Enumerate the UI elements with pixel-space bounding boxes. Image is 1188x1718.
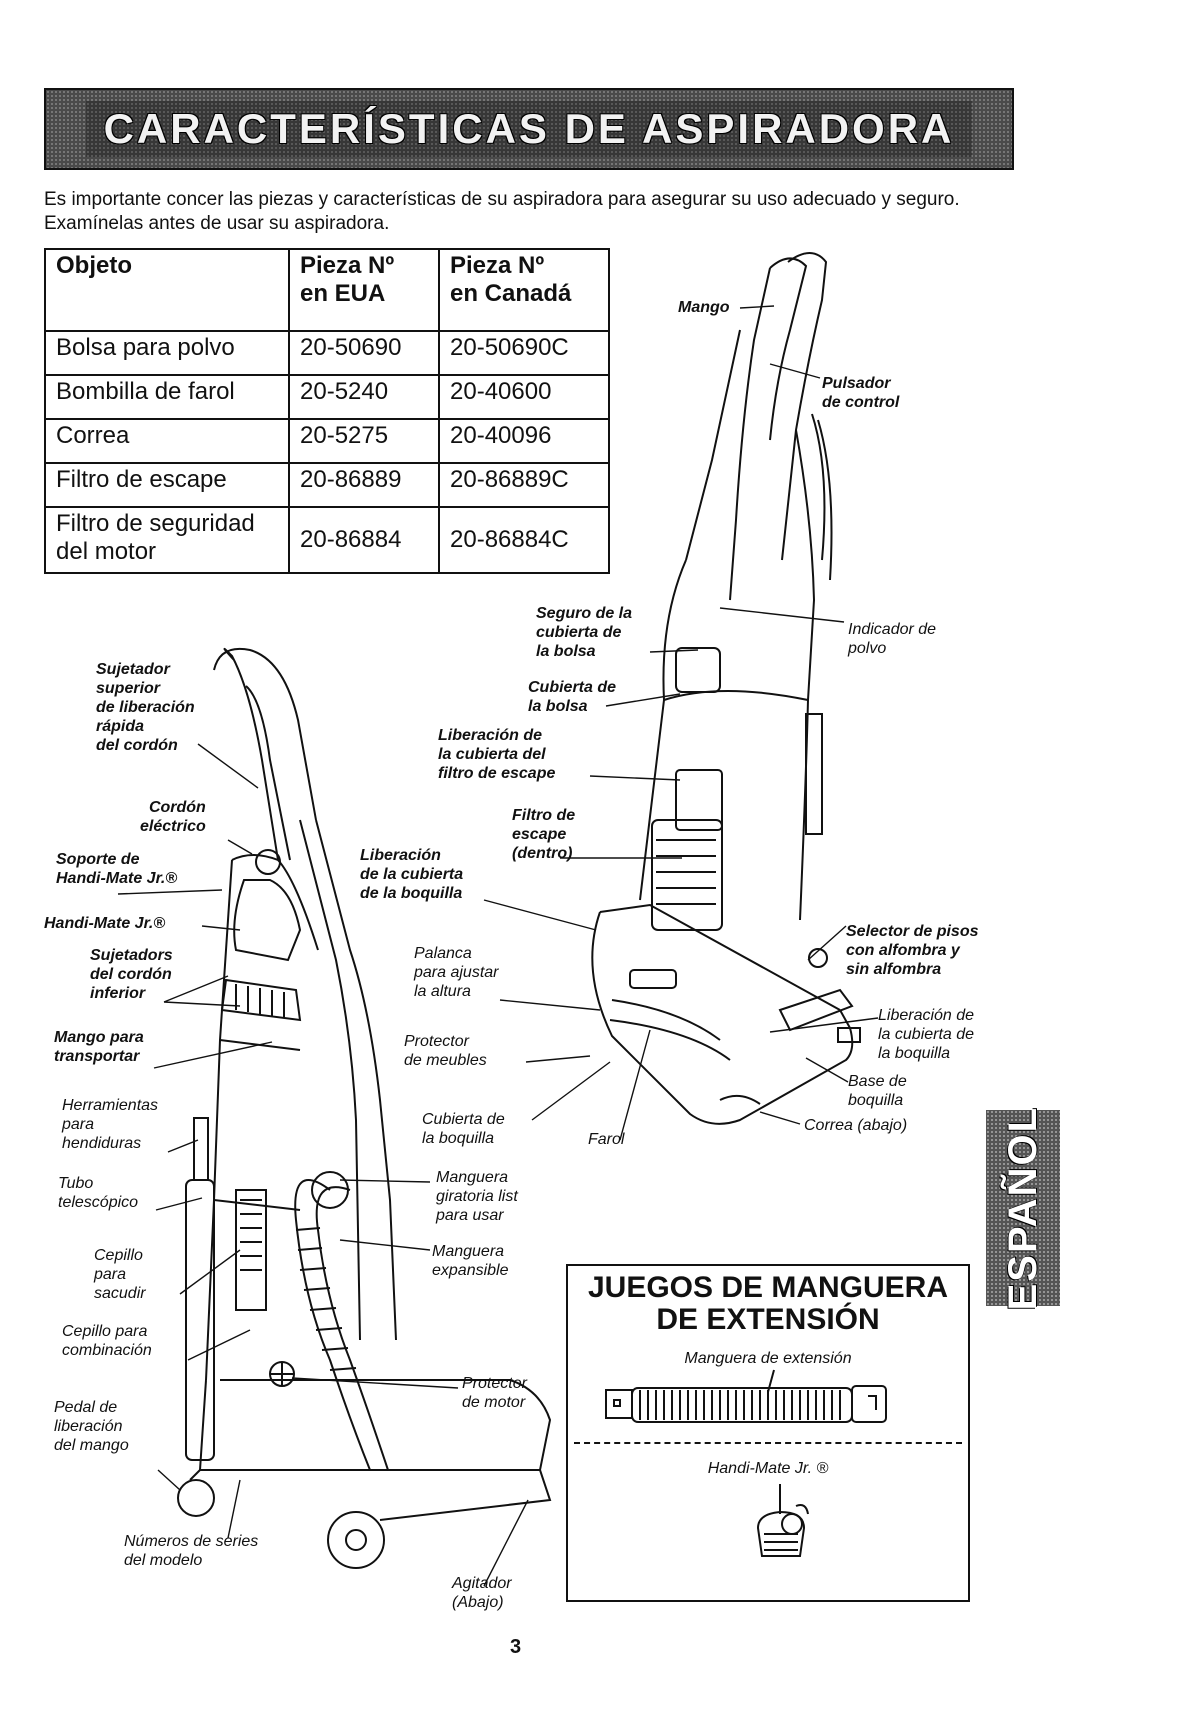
label-selector: Selector de pisos con alfombra y sin alf… — [846, 922, 979, 979]
page-number: 3 — [510, 1636, 521, 1659]
label-cepillo-combinacion: Cepillo para combinación — [62, 1322, 152, 1360]
label-sujetadors: Sujetadors del cordón inferior — [90, 946, 173, 1003]
label-mango-transportar: Mango para transportar — [54, 1028, 144, 1066]
label-cubierta-boquilla: Cubierta de la boquilla — [422, 1110, 505, 1148]
kit-divider — [574, 1442, 962, 1444]
label-manguera-expansible: Manguera expansible — [432, 1242, 509, 1280]
extension-kit-box: JUEGOS DE MANGUERA DE EXTENSIÓN Manguera… — [566, 1264, 970, 1602]
back-vacuum-drawing — [178, 649, 550, 1568]
label-tubo: Tubo telescópico — [58, 1174, 138, 1212]
label-protector-motor: Protector de motor — [462, 1374, 527, 1412]
label-seguro: Seguro de la cubierta de la bolsa — [536, 604, 632, 661]
label-herramientas: Herramientas para hendiduras — [62, 1096, 158, 1153]
label-cepillo-sacudir: Cepillo para sacudir — [94, 1246, 146, 1303]
extension-hose-icon — [606, 1370, 886, 1422]
label-handimate: Handi-Mate Jr.® — [44, 914, 165, 933]
label-indicador: Indicador de polvo — [848, 620, 936, 658]
label-manguera-giratoria: Manguera giratoria list para usar — [436, 1168, 518, 1225]
label-palanca: Palanca para ajustar la altura — [414, 944, 499, 1001]
label-pedal: Pedal de liberación del mango — [54, 1398, 129, 1455]
front-vacuum-drawing — [592, 253, 860, 1124]
label-farol: Farol — [588, 1130, 624, 1149]
label-cubierta-bolsa: Cubierta de la bolsa — [528, 678, 616, 716]
label-soporte: Soporte de Handi-Mate Jr.® — [56, 850, 177, 888]
kit-tool-label: Handi-Mate Jr. ® — [568, 1460, 968, 1478]
label-agitador: Agitador (Abajo) — [452, 1574, 512, 1612]
handi-mate-tool-icon — [758, 1484, 808, 1556]
label-cordon: Cordón eléctrico — [140, 798, 206, 836]
kit-illustrations — [568, 1266, 972, 1604]
label-correa: Correa (abajo) — [804, 1116, 907, 1135]
label-sujetador-superior: Sujetador superior de liberación rápida … — [96, 660, 195, 755]
label-pulsador: Pulsador de control — [822, 374, 899, 412]
language-tab-label: ESPAÑOL — [1001, 1106, 1046, 1310]
label-liberacion-boquilla-der: Liberación de la cubierta de la boquilla — [878, 1006, 974, 1063]
label-base: Base de boquilla — [848, 1072, 907, 1110]
label-protector-muebles: Protector de meubles — [404, 1032, 487, 1070]
language-tab: ESPAÑOL — [986, 1110, 1060, 1306]
label-numeros: Números de series del modelo — [124, 1532, 258, 1570]
label-liberacion-filtro: Liberación de la cubierta del filtro de … — [438, 726, 555, 783]
label-filtro-escape: Filtro de escape (dentro) — [512, 806, 575, 863]
label-mango: Mango — [678, 298, 730, 317]
label-liberacion-boquilla-izq: Liberación de la cubierta de la boquilla — [360, 846, 463, 903]
